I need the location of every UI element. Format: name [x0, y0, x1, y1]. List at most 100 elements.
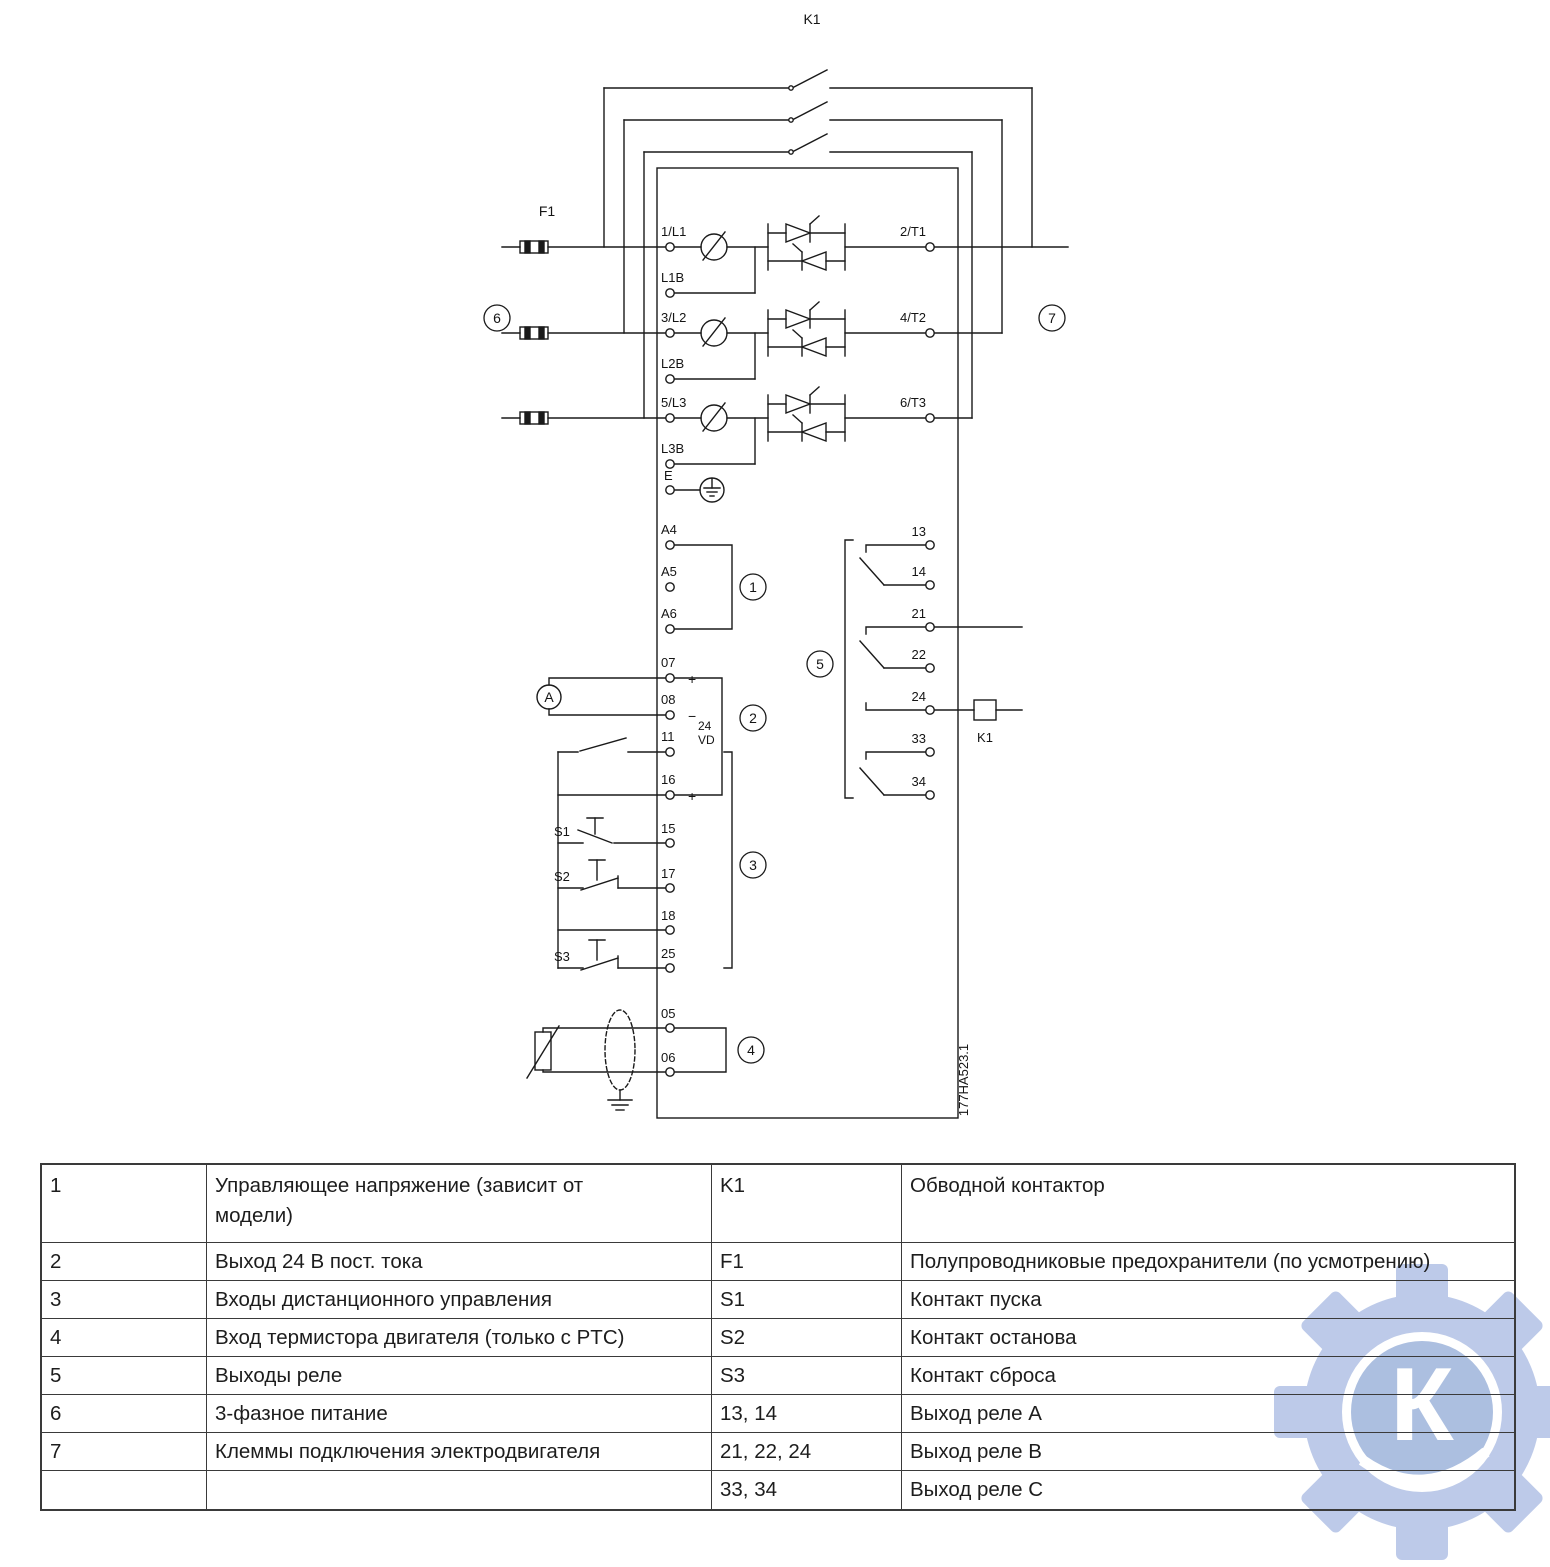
legend-code-desc: Обводной контактор — [902, 1165, 1514, 1243]
legend-num: 4 — [42, 1319, 207, 1357]
callout-3-number: 3 — [749, 857, 757, 873]
terminal-label-l1b: L1B — [661, 270, 684, 285]
terminal-label-a4: A4 — [661, 522, 677, 537]
legend-num: 6 — [42, 1395, 207, 1433]
terminal-label-13: 13 — [912, 524, 926, 539]
terminal-label-l3b: L3B — [661, 441, 684, 456]
legend-desc: Вход термистора двигателя (только с PTC) — [207, 1319, 712, 1357]
k1-top-label: K1 — [803, 11, 820, 27]
callout-5-circle — [806, 650, 834, 678]
legend-code: S1 — [712, 1281, 902, 1319]
legend-code: S3 — [712, 1357, 902, 1395]
legend-num: 2 — [42, 1243, 207, 1281]
s1-label: S1 — [554, 824, 570, 839]
legend-code: 33, 34 — [712, 1471, 902, 1509]
legend-code-desc: Выход реле C — [910, 1478, 1044, 1502]
legend-num: 3 — [42, 1281, 207, 1319]
terminal-label-l2b: L2B — [661, 356, 684, 371]
softstarter-enclosure — [656, 167, 959, 1119]
brand-watermark: К — [1272, 1262, 1550, 1567]
callout-1-number: 1 — [749, 579, 757, 595]
callout-2-number: 2 — [749, 710, 757, 726]
legend-code-desc: Контакт останова — [902, 1319, 1514, 1357]
terminal-label-21: 21 — [912, 606, 926, 621]
dc-output-terminals — [536, 673, 723, 796]
legend-table: 1 Управляющее напряжение (зависит от мод… — [40, 1163, 1516, 1511]
phase-l1 — [501, 215, 1069, 298]
terminal-label-15: 15 — [661, 821, 675, 836]
document-reference: 177HA523.1 — [956, 1044, 971, 1116]
terminal-label-11: 11 — [661, 729, 675, 744]
terminal-label-a5: A5 — [661, 564, 677, 579]
s3-label: S3 — [554, 949, 570, 964]
cable-shield-icon — [604, 1009, 636, 1091]
terminal-label-e: E — [664, 468, 673, 483]
legend-num — [42, 1471, 207, 1509]
legend-num: 5 — [42, 1357, 207, 1395]
legend-desc: Клеммы подключения электродвигателя — [207, 1433, 712, 1471]
legend-desc: Входы дистанционного управления — [207, 1281, 712, 1319]
terminal-label-17: 17 — [661, 866, 675, 881]
gear-logo-icon: К — [1274, 1264, 1550, 1560]
legend-code-desc: Выход реле B — [902, 1433, 1514, 1471]
plus-sign: + — [688, 788, 696, 804]
terminal-label-06: 06 — [661, 1050, 675, 1065]
phase-l2 — [501, 301, 1003, 384]
f1-label: F1 — [539, 203, 556, 219]
terminal-label-1l1: 1/L1 — [661, 224, 686, 239]
terminal-label-5l3: 5/L3 — [661, 395, 686, 410]
k1-coil-label: K1 — [977, 730, 993, 745]
terminal-label-08: 08 — [661, 692, 675, 707]
callout-5-number: 5 — [816, 656, 824, 672]
legend-code: F1 — [712, 1243, 902, 1281]
minus-sign: − — [688, 708, 696, 724]
terminal-label-05: 05 — [661, 1006, 675, 1021]
legend-desc: Управляющее напряжение (зависит от модел… — [207, 1165, 712, 1243]
terminal-label-22: 22 — [912, 647, 926, 662]
callout-4-circle — [737, 1036, 765, 1064]
callout-3-circle — [739, 851, 767, 879]
callout-1-circle — [739, 573, 767, 601]
legend-code: K1 — [712, 1165, 902, 1243]
earth-icon — [699, 477, 725, 503]
terminal-label-4t2: 4/T2 — [900, 310, 926, 325]
legend-num: 1 — [42, 1165, 207, 1243]
callout-7-circle — [1038, 304, 1066, 332]
legend-code-desc: Выход реле A — [902, 1395, 1514, 1433]
ammeter-letter: A — [544, 689, 554, 705]
legend-code: S2 — [712, 1319, 902, 1357]
legend-num: 7 — [42, 1433, 207, 1471]
terminal-label-33: 33 — [912, 731, 926, 746]
terminal-label-25: 25 — [661, 946, 675, 961]
remote-control-inputs — [557, 737, 733, 973]
terminal-label-2t1: 2/T1 — [900, 224, 926, 239]
bypass-contactor-k1 — [603, 69, 1033, 419]
terminal-label-6t3: 6/T3 — [900, 395, 926, 410]
terminal-label-a6: A6 — [661, 606, 677, 621]
legend-code: 21, 22, 24 — [712, 1433, 902, 1471]
terminal-label-34: 34 — [912, 774, 926, 789]
s2-label: S2 — [554, 869, 570, 884]
legend-desc — [207, 1471, 712, 1509]
terminal-label-18: 18 — [661, 908, 675, 923]
callout-4-number: 4 — [747, 1042, 755, 1058]
terminal-label-3l2: 3/L2 — [661, 310, 686, 325]
legend-desc: Выходы реле — [207, 1357, 712, 1395]
terminal-label-24: 24 — [912, 689, 926, 704]
diagram-labels: K1 F1 1/L1 L1B 2/T1 3/L2 L2B 4/T2 5/L3 L… — [493, 11, 1056, 1116]
wiring-diagram: K1 F1 1/L1 L1B 2/T1 3/L2 L2B 4/T2 5/L3 L… — [483, 11, 1069, 1119]
terminal-label-07: 07 — [661, 655, 675, 670]
legend-desc: Выход 24 В пост. тока — [207, 1243, 712, 1281]
legend-code-desc: Контакт сброса — [902, 1357, 1514, 1395]
plus-sign: + — [688, 671, 696, 687]
terminal-label-14: 14 — [912, 564, 926, 579]
psu-label-line1: 24 — [698, 719, 712, 733]
watermark-letter: К — [1390, 1347, 1454, 1463]
callout-6-number: 6 — [493, 310, 501, 326]
callout-7-number: 7 — [1048, 310, 1056, 326]
control-supply-terminals — [665, 540, 733, 634]
legend-desc: 3-фазное питание — [207, 1395, 712, 1433]
contactor-coil-icon — [973, 699, 997, 721]
legend-code: 13, 14 — [712, 1395, 902, 1433]
callout-6-circle — [483, 304, 511, 332]
